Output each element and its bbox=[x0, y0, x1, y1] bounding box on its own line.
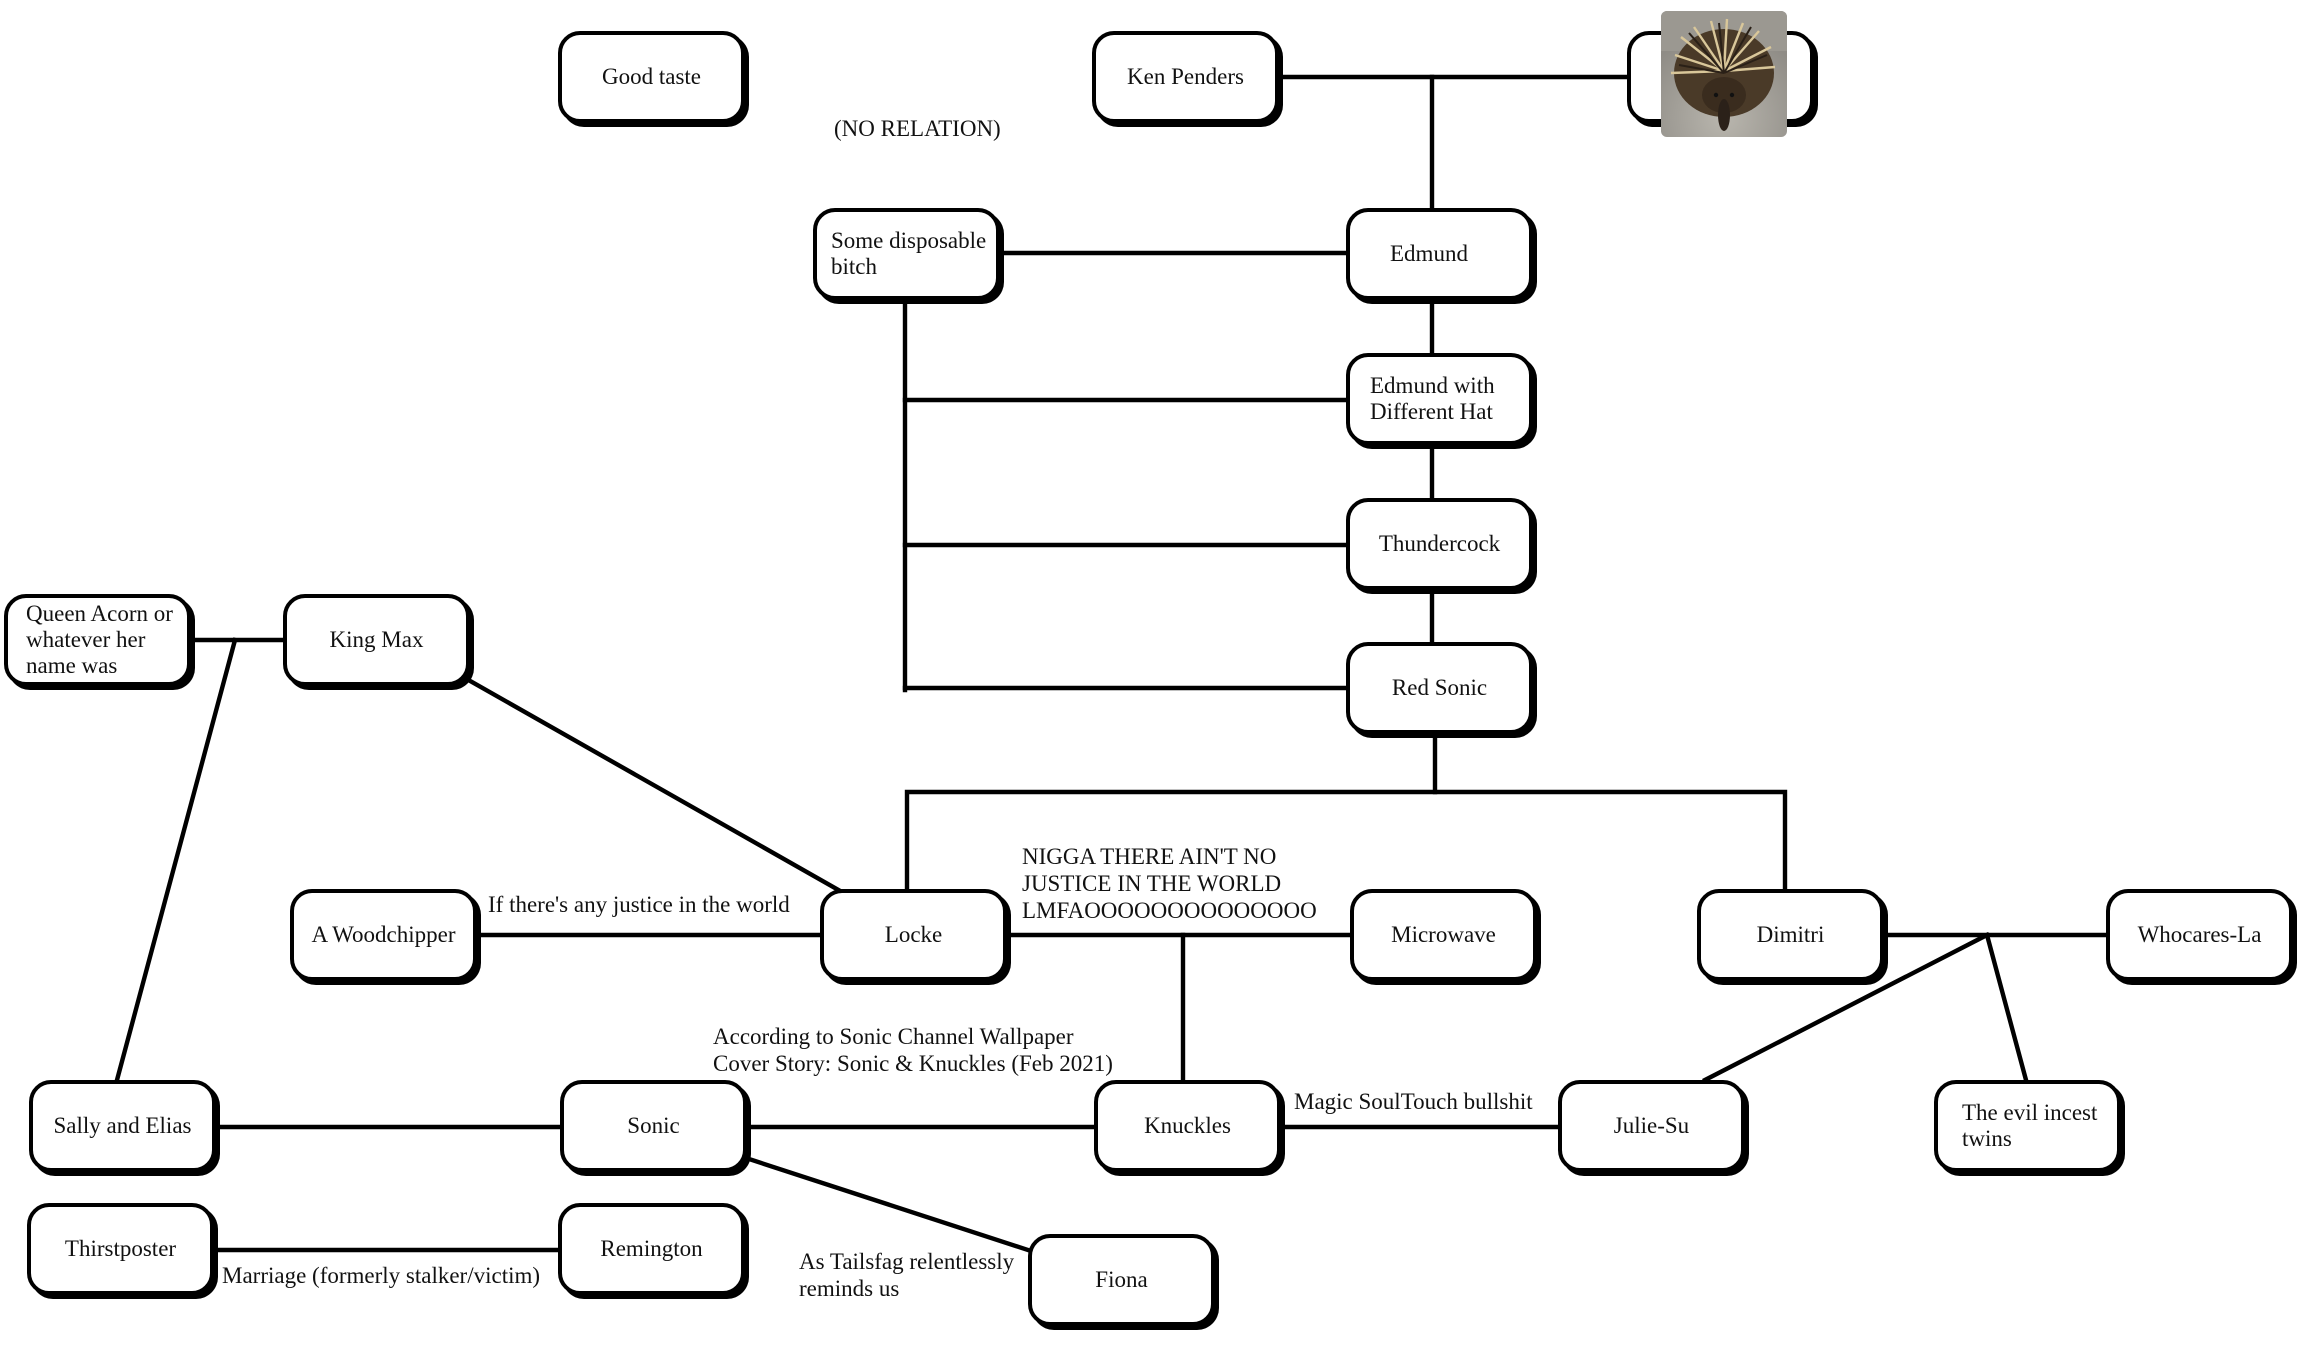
node-thundercock: Thundercock bbox=[1346, 498, 1533, 590]
label-no-relation: (NO RELATION) bbox=[834, 116, 1001, 141]
node-queen-acorn: Queen Acorn or whatever her name was bbox=[4, 594, 191, 686]
node-sally-elias: Sally and Elias bbox=[29, 1080, 216, 1172]
label-tailsfag: As Tailsfag relentlessly reminds us bbox=[799, 1249, 1015, 1301]
node-remington: Remington bbox=[558, 1203, 745, 1295]
node-disposable: Some disposable bitch bbox=[813, 208, 1000, 300]
node-ken-penders: Ken Penders bbox=[1092, 31, 1279, 123]
node-dimitri: Dimitri bbox=[1697, 889, 1884, 981]
node-knuckles: Knuckles bbox=[1094, 1080, 1281, 1172]
label-marriage: Marriage (formerly stalker/victim) bbox=[222, 1263, 541, 1288]
node-edmund-hat: Edmund with Different Hat bbox=[1346, 353, 1533, 445]
label-justice: If there's any justice in the world bbox=[488, 892, 790, 917]
node-evil-twins: The evil incest twins bbox=[1934, 1080, 2121, 1172]
node-fiona: Fiona bbox=[1028, 1234, 1215, 1326]
echidna-photo bbox=[1661, 11, 1787, 137]
node-woodchipper: A Woodchipper bbox=[290, 889, 477, 981]
node-red-sonic: Red Sonic bbox=[1346, 642, 1533, 734]
connector-acorn-sally bbox=[114, 637, 238, 1083]
connector-union-juliesu bbox=[1702, 932, 1990, 1083]
label-no-justice: NIGGA THERE AIN'T NO JUSTICE IN THE WORL… bbox=[1022, 844, 1317, 923]
node-julie-su: Julie-Su bbox=[1558, 1080, 1745, 1172]
node-whocares: Whocares-La bbox=[2106, 889, 2293, 981]
label-wallpaper: According to Sonic Channel Wallpaper Cov… bbox=[713, 1024, 1113, 1076]
node-locke: Locke bbox=[820, 889, 1007, 981]
node-edmund: Edmund bbox=[1346, 208, 1533, 300]
label-soultouch: Magic SoulTouch bullshit bbox=[1294, 1089, 1533, 1114]
node-good-taste: Good taste bbox=[558, 31, 745, 123]
connector-max-locke bbox=[462, 675, 845, 895]
connector-union-twins bbox=[1984, 932, 2029, 1083]
connector-sonic-fiona bbox=[749, 1157, 1031, 1253]
node-sonic: Sonic bbox=[560, 1080, 747, 1172]
node-microwave: Microwave bbox=[1350, 889, 1537, 981]
node-king-max: King Max bbox=[283, 594, 470, 686]
connector-children-bar bbox=[904, 789, 1788, 890]
node-thirstposter: Thirstposter bbox=[27, 1203, 214, 1295]
